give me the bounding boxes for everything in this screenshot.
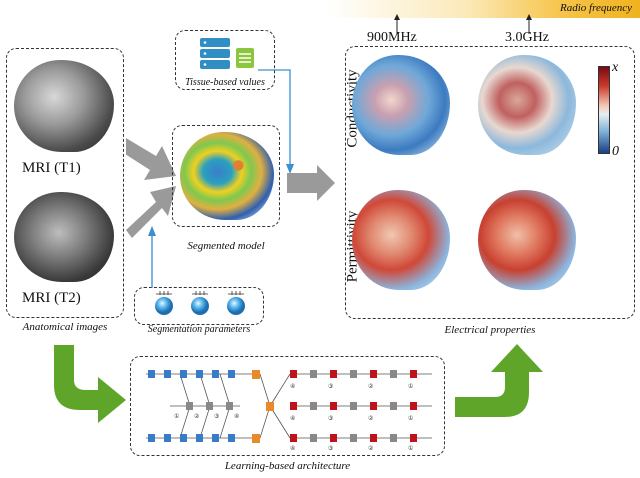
permittivity-3ghz-map (478, 190, 576, 290)
arch-node-label: ④ (290, 415, 295, 422)
arch-node-label: ① (174, 413, 179, 420)
segmentation-parameters-panel (134, 287, 264, 325)
arch-node-label: ② (194, 413, 200, 420)
learning-architecture-caption: Learning-based architecture (224, 460, 351, 472)
mri-t2-label: MRI (T2) (22, 290, 81, 306)
segmented-model-caption: Segmented model (187, 240, 265, 252)
tissue-values-caption: Tissue-based values (185, 77, 265, 88)
arch-node-label: ③ (214, 413, 219, 420)
blue-connectors (148, 69, 294, 288)
mri-t1-label: MRI (T1) (22, 160, 81, 176)
tissue-values-panel (175, 30, 275, 90)
learning-architecture-panel (130, 356, 445, 456)
database-icon (200, 38, 254, 69)
arch-node-label: ① (408, 445, 413, 450)
permittivity-900mhz-map (352, 190, 450, 290)
segmented-model-panel (172, 125, 280, 227)
radio-frequency-bar (327, 0, 640, 18)
frequency-3ghz: 3.0GHz (505, 30, 549, 45)
gray-arrow-to-electrical (287, 165, 335, 201)
arch-node-label: ④ (290, 383, 295, 390)
arch-node-label: ④ (290, 445, 295, 450)
arch-node-label: ① (408, 383, 413, 390)
arch-node-label: ④ (234, 413, 239, 420)
arch-node-label: ② (368, 415, 374, 422)
colorbar-min-label: 0 (612, 144, 619, 159)
frequency-900mhz: 900MHz (367, 30, 417, 45)
electrical-properties-caption: Electrical properties (444, 324, 536, 336)
network-diagram: ④ ③ ② ① ④ ③ ② ① ④ ③ ② ① ① ② ③ ④ (146, 370, 432, 450)
anatomical-images-panel (6, 48, 124, 318)
arch-node-label: ① (408, 415, 413, 422)
mri-t1-image (14, 60, 114, 152)
conductivity-3ghz-map (478, 55, 576, 155)
arch-node-label: ③ (328, 445, 333, 450)
green-arrow-right (455, 344, 543, 417)
anatomical-images-caption: Anatomical images (22, 321, 108, 333)
segmented-model-image (180, 132, 274, 220)
mri-t2-image (14, 192, 114, 282)
conductivity-900mhz-map (352, 55, 450, 155)
radio-frequency-label: Radio frequency (560, 2, 632, 14)
electrical-properties-panel (345, 46, 635, 319)
gray-arrows-to-segmented (126, 138, 176, 238)
arch-node-label: ② (368, 445, 374, 450)
colorbar (598, 66, 610, 154)
arch-node-label: ② (368, 383, 374, 390)
frequency-arrows (394, 14, 532, 34)
arch-node-label: ③ (328, 415, 333, 422)
green-arrow-left (54, 345, 126, 423)
colorbar-max-label: x (612, 60, 619, 75)
arch-node-label: ③ (328, 383, 333, 390)
parameter-knobs-icon (155, 291, 245, 315)
segmentation-parameters-caption: Segmentation parameters (147, 324, 251, 335)
